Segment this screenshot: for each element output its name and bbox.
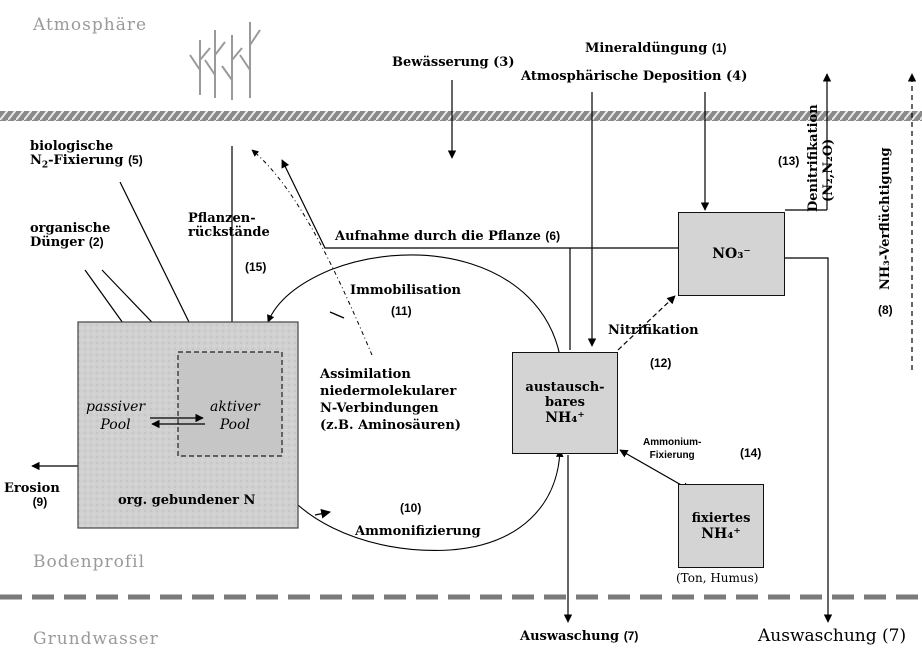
ammonification-label: Ammonifizierung [355,524,481,539]
erosion-label: Erosion (9) [4,481,60,510]
exchangeable-nh4-box: austausch- bares NH₄⁺ [512,352,618,454]
mineral-fertilizer-label: Mineraldüngung (1) [585,41,727,56]
no3-box: NO₃⁻ [678,212,785,296]
ammonium-fixation-number: (14) [740,446,762,460]
leaching-arrow-2 [785,257,833,623]
ammonium-fixation-arrow [619,449,691,491]
nh3-volatilization-label: NH₃-Verflüchtigung [878,147,893,290]
leaching-label-small: Auswaschung (7) [520,629,639,644]
uptake-line [281,159,678,249]
deposition-label: Atmosphärische Deposition (4) [521,69,748,84]
nitrification-label: Nitrifikation [608,323,699,338]
clay-humus-label: (Ton, Humus) [676,571,759,585]
plants-icon [189,22,261,100]
soil-profile-label: Bodenprofil [33,552,146,572]
ground-surface [0,111,922,121]
denitrification-number: (13) [778,154,800,168]
nh3-number: (8) [878,303,893,317]
residues-number: (15) [245,260,267,274]
organic-fertilizer-label: organische Dünger (2) [30,221,111,251]
residues-label: Pflanzen- rückstände [188,211,270,241]
immobilisation-number: (11) [391,304,412,318]
nitrification-arrow [617,295,676,351]
immobilisation-label: Immobilisation [350,283,461,298]
fixed-nh4-box: fixiertes NH₄⁺ [678,484,764,568]
leaching-label-big: Auswaschung (7) [758,626,907,646]
active-pool-box [177,351,283,457]
ammonium-fixation-label: Ammonium- Fixierung [643,437,702,461]
passive-pool-label: passiver Pool [86,399,146,433]
org-bound-n-label: org. gebundener N [118,493,256,508]
immobilisation-arc [267,254,561,357]
bio-fixation-label: biologische N2-Fixierung (5) [30,139,143,171]
nitrification-number: (12) [650,356,672,370]
denitrification-label: Denitrifikation (N₂,N₂O) [806,104,836,212]
uptake-label: Aufnahme durch die Pflanze (6) [335,229,561,244]
atmosphere-label: Atmosphäre [33,15,148,35]
assimilation-label: Assimilation niedermolekularer N-Verbind… [320,367,461,433]
groundwater-label: Grundwasser [33,629,159,649]
ammonification-number: (10) [400,501,422,515]
irrigation-label: Bewässerung (3) [392,55,515,70]
active-pool-label: aktiver Pool [210,399,260,433]
